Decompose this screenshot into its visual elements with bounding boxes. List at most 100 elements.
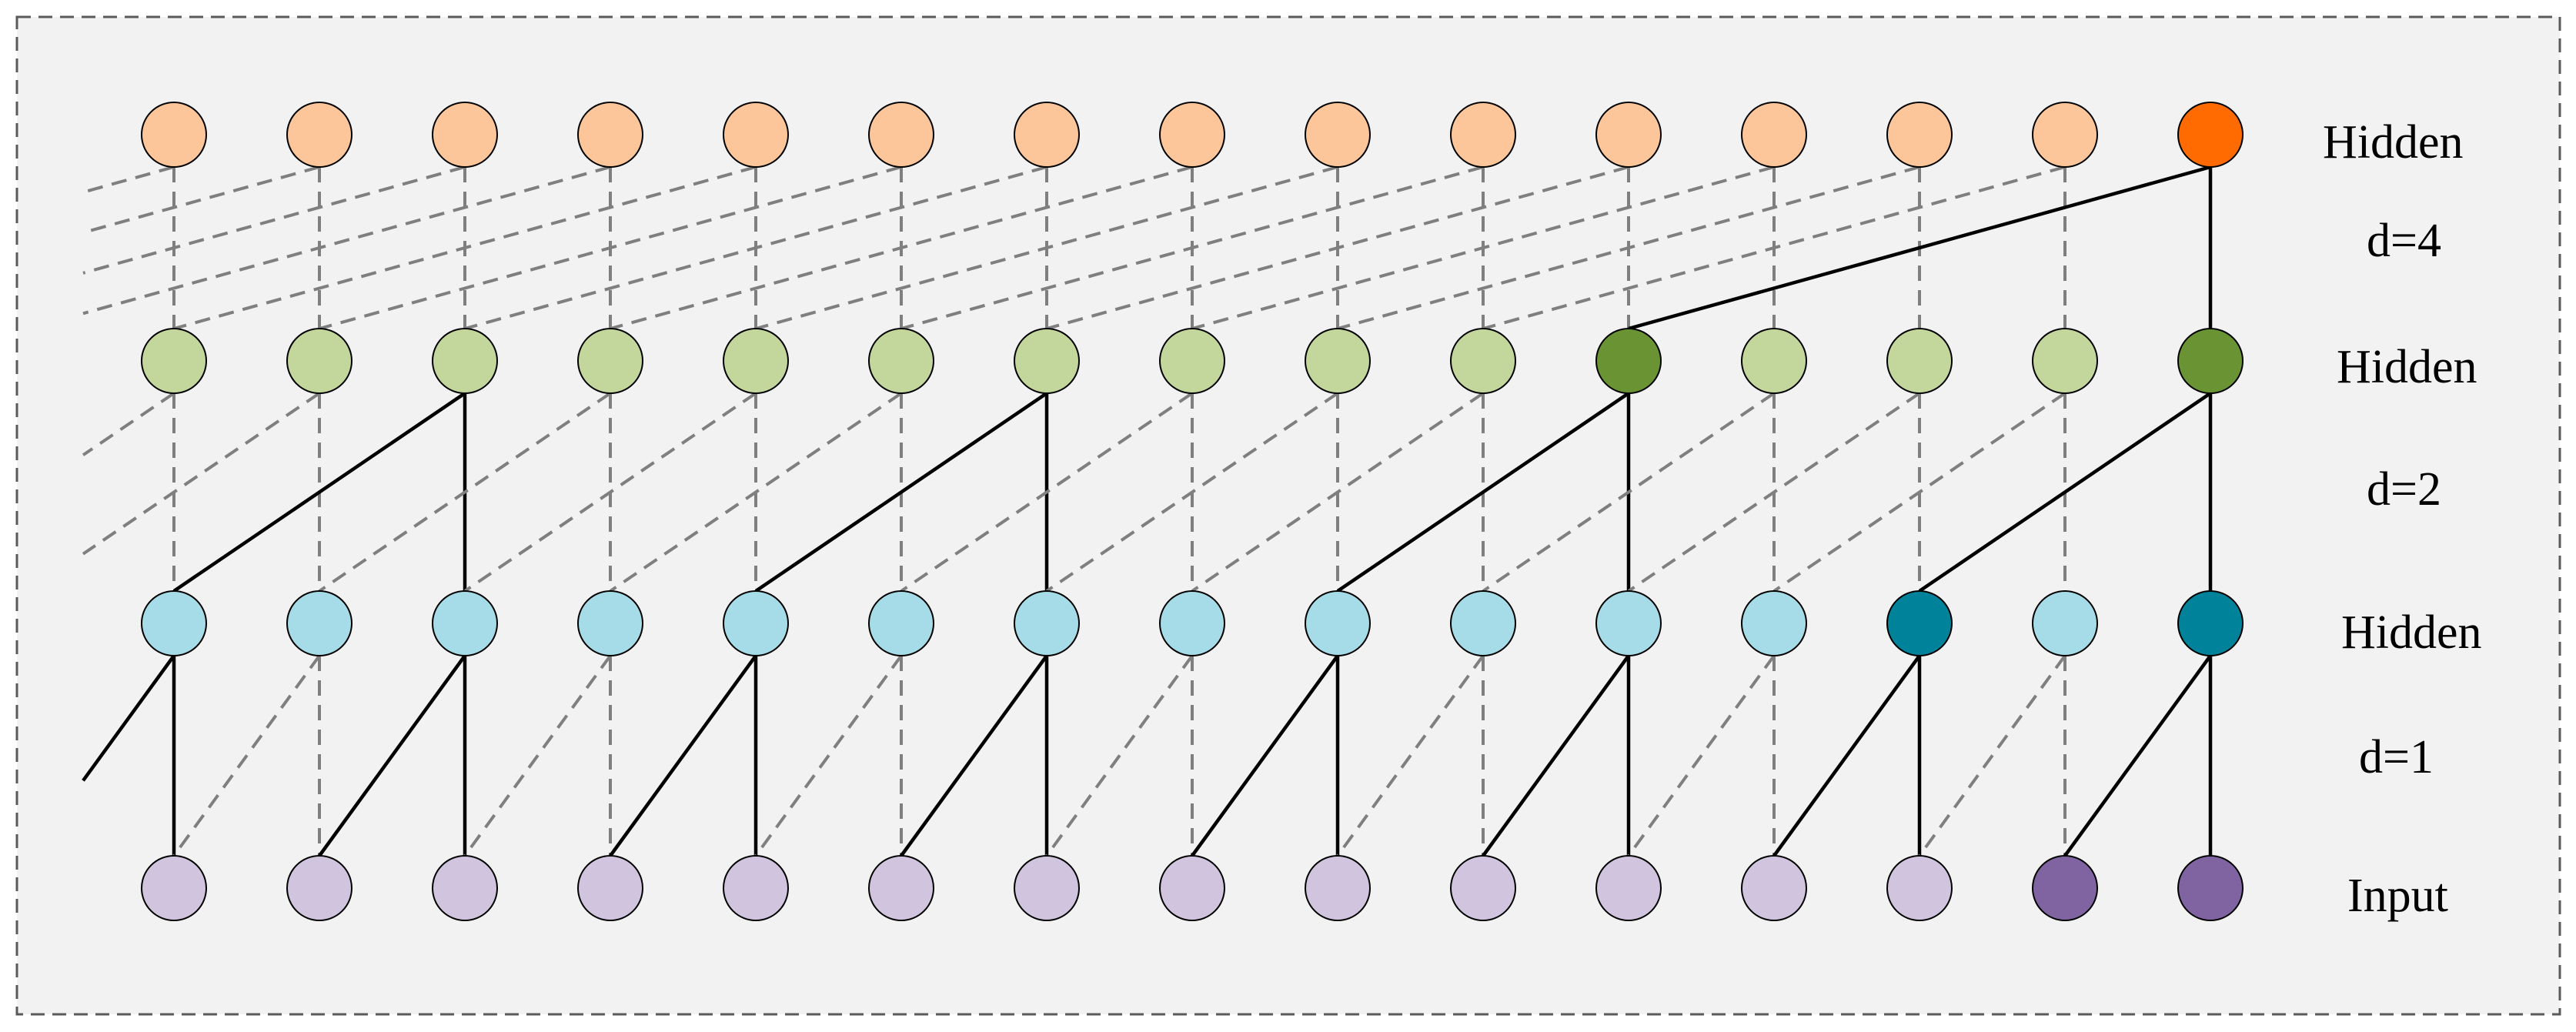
edge-top-diagonal-3: [82, 165, 611, 316]
edge-d1-diagonal-2: [318, 654, 466, 857]
hidden-lower-node: [2177, 590, 2244, 656]
edge-d1-diagonal-11: [1627, 654, 1776, 857]
hidden-middle-node: [1305, 328, 1371, 394]
hidden-middle-node: [2177, 328, 2244, 394]
hidden-top-node: [141, 102, 207, 168]
hidden-top-node: [286, 102, 352, 168]
edge-top-diagonal-2: [82, 165, 466, 275]
edge-top-diagonal-8: [755, 165, 1338, 330]
edge-top-diagonal-7: [610, 165, 1193, 330]
hidden-middle-node: [1741, 328, 1807, 394]
hidden-lower-node: [723, 590, 789, 656]
edge-d1-diagonal-10: [1482, 654, 1630, 857]
input-node: [141, 855, 207, 921]
hidden-lower-node: [432, 590, 498, 656]
hidden-middle-node: [286, 328, 352, 394]
diagram-frame: [15, 15, 2561, 1016]
edge-d2-diagonal-8: [1045, 392, 1339, 593]
edge-d1-diagonal-12: [1772, 654, 1921, 857]
input-node: [432, 855, 498, 921]
edge-d2-diagonal-9: [1191, 392, 1485, 593]
input-node: [1305, 855, 1371, 921]
input-node: [2177, 855, 2244, 921]
hidden-lower-node: [1450, 590, 1516, 656]
hidden-top-node: [432, 102, 498, 168]
label-hidden-middle: Hidden: [2337, 341, 2477, 393]
hidden-top-node: [723, 102, 789, 168]
edge-top-diagonal-10: [1046, 165, 1629, 330]
edge-top-diagonal-5: [319, 165, 902, 330]
hidden-top-node: [1305, 102, 1371, 168]
edge-d1-diagonal-0: [82, 654, 175, 782]
hidden-middle-node: [868, 328, 934, 394]
hidden-lower-node: [577, 590, 643, 656]
input-node: [1886, 855, 1953, 921]
input-node: [723, 855, 789, 921]
edge-d1-diagonal-3: [463, 654, 612, 857]
edge-top-diagonal-0: [82, 165, 175, 194]
hidden-middle-node: [1886, 328, 1953, 394]
label-dilation-1: d=1: [2359, 731, 2434, 783]
hidden-middle-node: [1159, 328, 1225, 394]
input-node: [286, 855, 352, 921]
edge-d2-diagonal-2: [172, 392, 466, 593]
edge-d2-diagonal-12: [1627, 392, 1921, 593]
hidden-middle-node: [1450, 328, 1516, 394]
hidden-lower-node: [1014, 590, 1080, 656]
edge-top-diagonal-14: [1628, 165, 2211, 331]
hidden-top-node: [2177, 102, 2244, 168]
hidden-middle-node: [577, 328, 643, 394]
edge-d2-diagonal-13: [1772, 392, 2066, 593]
hidden-lower-node: [141, 590, 207, 656]
edge-d1-diagonal-5: [754, 654, 903, 857]
hidden-top-node: [577, 102, 643, 168]
hidden-middle-node: [723, 328, 789, 394]
hidden-middle-node: [1014, 328, 1080, 394]
label-dilation-4: d=4: [2367, 215, 2441, 267]
hidden-lower-node: [2032, 590, 2098, 656]
edge-d2-diagonal-0: [82, 392, 175, 456]
hidden-top-node: [1159, 102, 1225, 168]
edge-top-diagonal-12: [1337, 165, 1920, 330]
input-node: [1014, 855, 1080, 921]
hidden-lower-node: [868, 590, 934, 656]
hidden-middle-node: [1595, 328, 1662, 394]
hidden-middle-node: [141, 328, 207, 394]
input-node: [1595, 855, 1662, 921]
hidden-lower-node: [1741, 590, 1807, 656]
edge-top-diagonal-1: [82, 165, 320, 235]
hidden-middle-node: [2032, 328, 2098, 394]
hidden-lower-node: [1595, 590, 1662, 656]
edge-top-diagonal-6: [464, 165, 1047, 330]
edge-d1-diagonal-14: [2063, 654, 2212, 857]
edge-top-diagonal-9: [900, 165, 1484, 330]
edge-d1-diagonal-13: [1918, 654, 2066, 857]
hidden-top-node: [1595, 102, 1662, 168]
edge-d2-diagonal-7: [900, 392, 1194, 593]
hidden-lower-node: [286, 590, 352, 656]
input-node: [577, 855, 643, 921]
edge-d2-diagonal-3: [318, 392, 612, 593]
hidden-top-node: [2032, 102, 2098, 168]
edges-group: [82, 165, 2213, 857]
edge-d2-diagonal-4: [463, 392, 757, 593]
hidden-lower-node: [1305, 590, 1371, 656]
label-hidden-top: Hidden: [2323, 116, 2464, 169]
edge-d2-diagonal-6: [754, 392, 1048, 593]
edge-top-diagonal-13: [1482, 165, 2066, 330]
input-node: [2032, 855, 2098, 921]
edge-d2-diagonal-14: [1918, 392, 2212, 593]
label-dilation-2: d=2: [2367, 463, 2441, 516]
input-node: [1450, 855, 1516, 921]
hidden-top-node: [1741, 102, 1807, 168]
edge-d1-diagonal-7: [1045, 654, 1194, 857]
edge-d2-diagonal-5: [609, 392, 903, 593]
edge-d2-diagonal-11: [1482, 392, 1776, 593]
edge-d1-diagonal-6: [900, 654, 1048, 857]
input-node: [1741, 855, 1807, 921]
label-hidden-lower: Hidden: [2341, 606, 2482, 659]
edge-d1-diagonal-1: [172, 654, 321, 857]
edge-top-diagonal-4: [173, 165, 757, 330]
edge-d1-diagonal-4: [609, 654, 757, 857]
